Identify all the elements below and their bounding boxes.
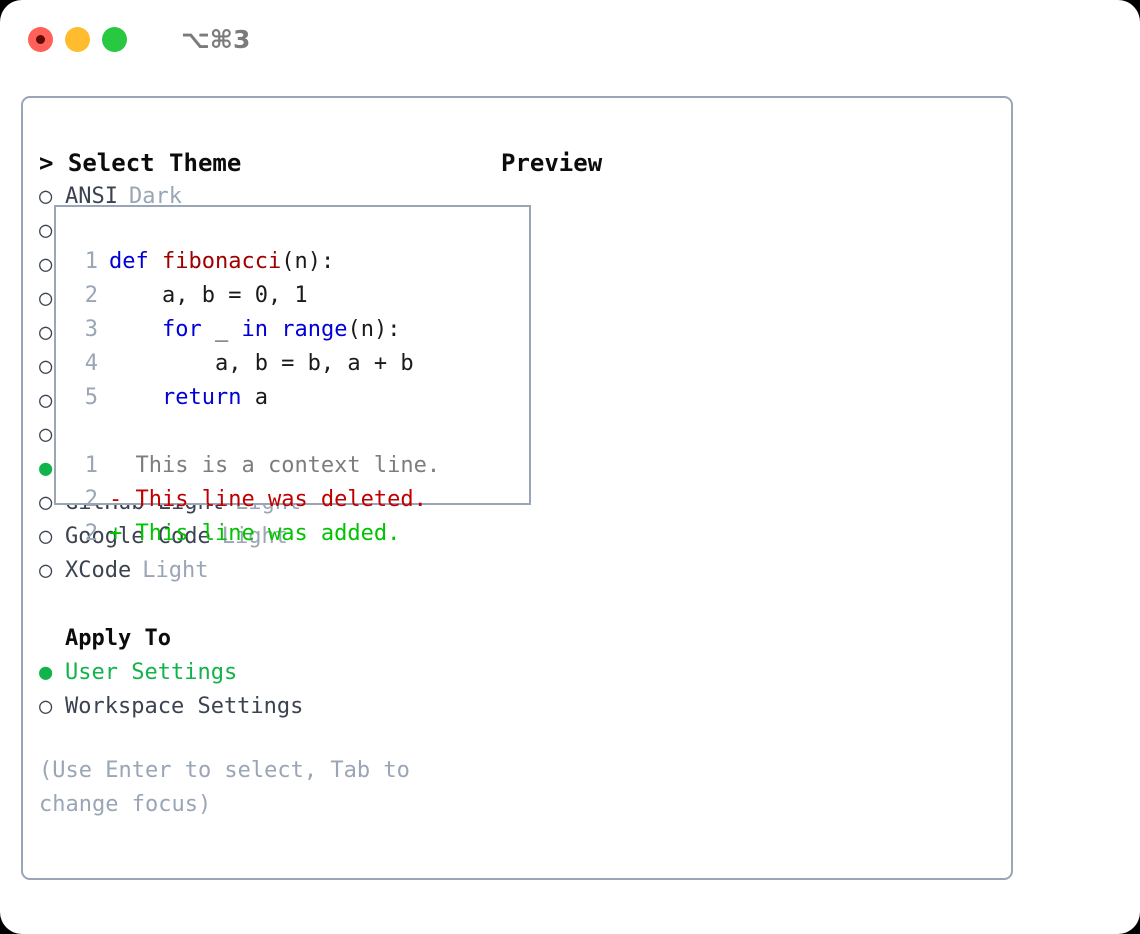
diff-line: 2- This line was deleted. (74, 483, 440, 517)
line-number: 2 (84, 283, 98, 308)
code-token (109, 385, 162, 410)
line-number: 1 (84, 453, 98, 478)
line-number: 4 (84, 351, 98, 376)
code-token: return (161, 385, 242, 410)
code-token: (n): (281, 249, 335, 274)
minimize-button-icon[interactable] (65, 26, 90, 52)
code-token: a, b = 0, 1 (109, 283, 308, 308)
code-blank-line (74, 415, 440, 449)
keyboard-hint-text: (Use Enter to select, Tab to change focu… (39, 758, 424, 817)
theme-variant-tag: Light (221, 524, 288, 549)
apply-to-item[interactable]: ○ Workspace Settings (39, 690, 499, 724)
theme-variant-tag: Dark (128, 184, 182, 209)
radio-unselected-icon: ○ (39, 354, 53, 379)
diff-marker: - (109, 487, 136, 512)
title-bar: ⌥⌘3 (0, 0, 1140, 78)
code-token: range (281, 317, 348, 342)
theme-list-item[interactable]: ○ XCode Light (39, 554, 499, 588)
radio-unselected-icon: ○ (39, 218, 53, 243)
diff-text: This line was added. (135, 521, 401, 546)
theme-list-item[interactable]: ○ ANSI Dark (39, 180, 499, 214)
line-number: 2 (84, 521, 98, 546)
code-line: 2 a, b = 0, 1 (74, 279, 440, 313)
radio-unselected-icon: ○ (39, 320, 53, 345)
line-number: 3 (84, 317, 98, 342)
radio-unselected-icon: ○ (39, 252, 53, 277)
theme-name-label: XCode (65, 558, 132, 583)
line-number: 2 (84, 487, 98, 512)
radio-unselected-icon: ○ (39, 524, 53, 549)
code-line: 5 return a (74, 381, 440, 415)
code-token: _ (201, 317, 242, 342)
code-line: 4 a, b = b, a + b (74, 347, 440, 381)
code-token: a, b = b, a + b (109, 351, 414, 376)
radio-unselected-icon: ○ (39, 490, 53, 515)
diff-line: 2 + This line was added. (74, 517, 440, 551)
select-theme-heading: > Select Theme (39, 149, 242, 177)
radio-unselected-icon: ○ (39, 286, 53, 311)
radio-selected-icon: ● (39, 660, 53, 685)
window-controls (28, 26, 127, 52)
preview-column: Preview (501, 146, 1001, 180)
apply-to-label: Workspace Settings (65, 694, 304, 719)
keyboard-shortcut-label: ⌥⌘3 (181, 24, 251, 54)
theme-variant-tag: Light (142, 558, 209, 583)
list-spacer (39, 588, 499, 622)
radio-unselected-icon: ○ (39, 422, 53, 447)
theme-name-label: ANSI (65, 184, 118, 209)
radio-selected-icon: ● (39, 456, 53, 481)
code-token: in (241, 317, 268, 342)
code-token (268, 317, 281, 342)
code-token: def (109, 249, 162, 274)
radio-unselected-icon: ○ (39, 184, 53, 209)
line-number: 5 (84, 385, 98, 410)
diff-line: 1 This is a context line. (74, 449, 440, 483)
diff-marker (109, 453, 136, 478)
apply-to-list: ● User Settings ○ Workspace Settings (39, 656, 499, 724)
diff-marker: + (109, 521, 136, 546)
diff-text: This is a context line. (135, 453, 441, 478)
theme-list-item[interactable]: ○ Google Code Light (39, 520, 499, 554)
apply-to-item[interactable]: ● User Settings (39, 656, 499, 690)
zoom-button-icon[interactable] (102, 26, 127, 52)
preview-heading: Preview (501, 149, 603, 177)
code-line: 1 def fibonacci(n): (74, 245, 440, 279)
line-number: 1 (84, 249, 98, 274)
radio-unselected-icon: ○ (39, 694, 53, 719)
code-line: 3 for _ in range(n): (74, 313, 440, 347)
apply-to-heading: Apply To (65, 626, 171, 651)
code-token: fibonacci (161, 249, 282, 274)
code-token: (n): (347, 317, 401, 342)
code-token (109, 317, 162, 342)
code-token: for (161, 317, 202, 342)
apply-to-label: User Settings (65, 660, 238, 685)
radio-unselected-icon: ○ (39, 388, 53, 413)
radio-unselected-icon: ○ (39, 558, 53, 583)
theme-name-label: Google Code (65, 524, 211, 549)
code-token: a (241, 385, 268, 410)
diff-text: This line was deleted. (135, 487, 427, 512)
close-button-icon[interactable] (28, 26, 53, 52)
